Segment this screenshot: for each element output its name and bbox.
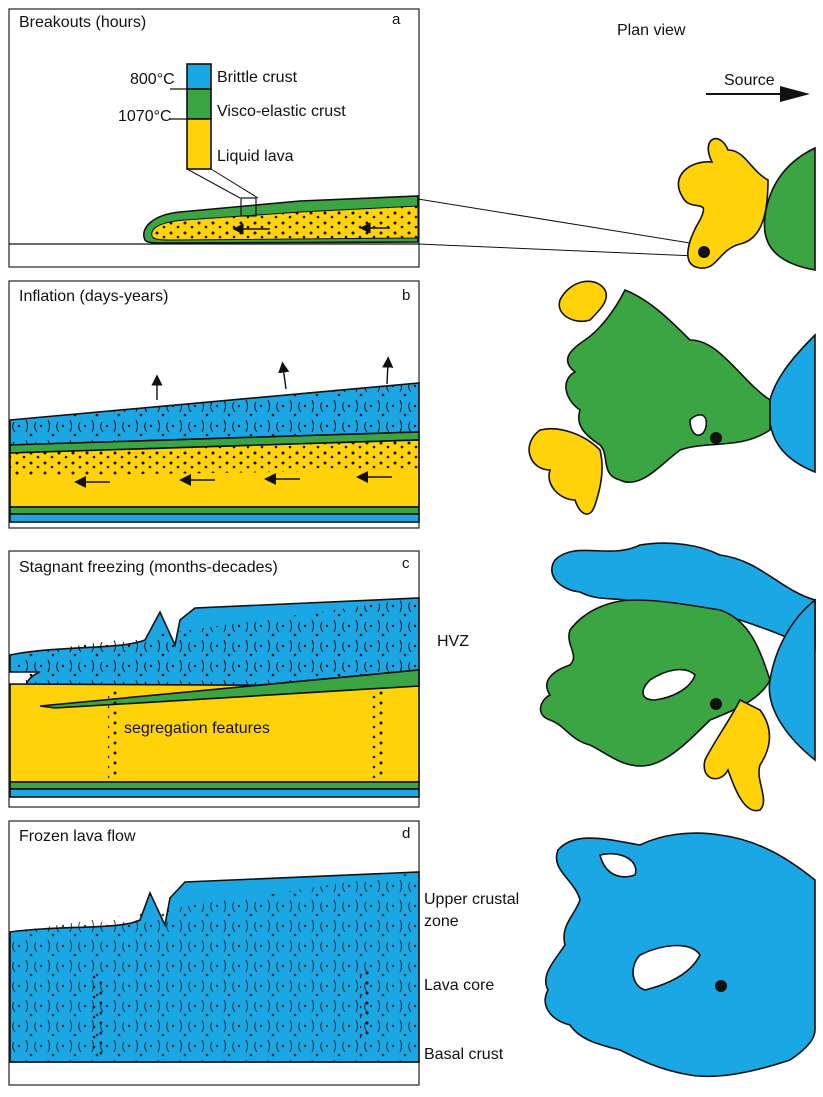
plan-view-d (545, 833, 815, 1076)
panel-a-title: Breakouts (hours) (19, 14, 146, 31)
upper-crustal-label-line2: zone (424, 913, 459, 930)
legend-liquid-swatch (187, 119, 211, 169)
source-arrowhead (780, 86, 810, 102)
temp-800-label: 800°C (130, 71, 175, 88)
panel-a-letter: a (392, 11, 401, 28)
legend-brittle-swatch (187, 64, 211, 89)
panel-d-title: Frozen lava flow (19, 828, 136, 845)
legend-visco-swatch (187, 89, 211, 119)
panel-b-title: Inflation (days-years) (19, 288, 168, 305)
hvz-label: HVZ (437, 633, 469, 650)
plan-view-b (529, 281, 815, 514)
legend-brittle-label: Brittle crust (217, 69, 298, 86)
panel-c-letter: c (402, 555, 410, 572)
plan-view-a (678, 139, 815, 270)
panel-a: Breakouts (hours) a 800°C 1070°C Brittle… (9, 9, 696, 267)
segregation-label: segregation features (124, 720, 270, 737)
source-label: Source (724, 72, 775, 89)
panel-c: Stagnant freezing (months-decades) c seg… (9, 551, 419, 807)
upper-crustal-label-line1: Upper crustal (424, 891, 519, 908)
plan-view-c (541, 543, 815, 811)
legend-liquid-label: Liquid lava (217, 148, 294, 165)
basal-crust-label: Basal crust (424, 1046, 504, 1063)
panel-d-letter: d (402, 825, 410, 842)
legend-visco-label: Visco-elastic crust (217, 103, 346, 120)
panel-b-letter: b (402, 287, 410, 304)
panel-d: Frozen lava flow d (9, 821, 419, 1085)
temp-1070-label: 1070°C (118, 108, 172, 125)
lava-core-label: Lava core (424, 977, 494, 994)
panel-c-title: Stagnant freezing (months-decades) (19, 559, 278, 576)
panel-b: Inflation (days-years) b (9, 281, 419, 528)
plan-view-title: Plan view (617, 22, 686, 39)
